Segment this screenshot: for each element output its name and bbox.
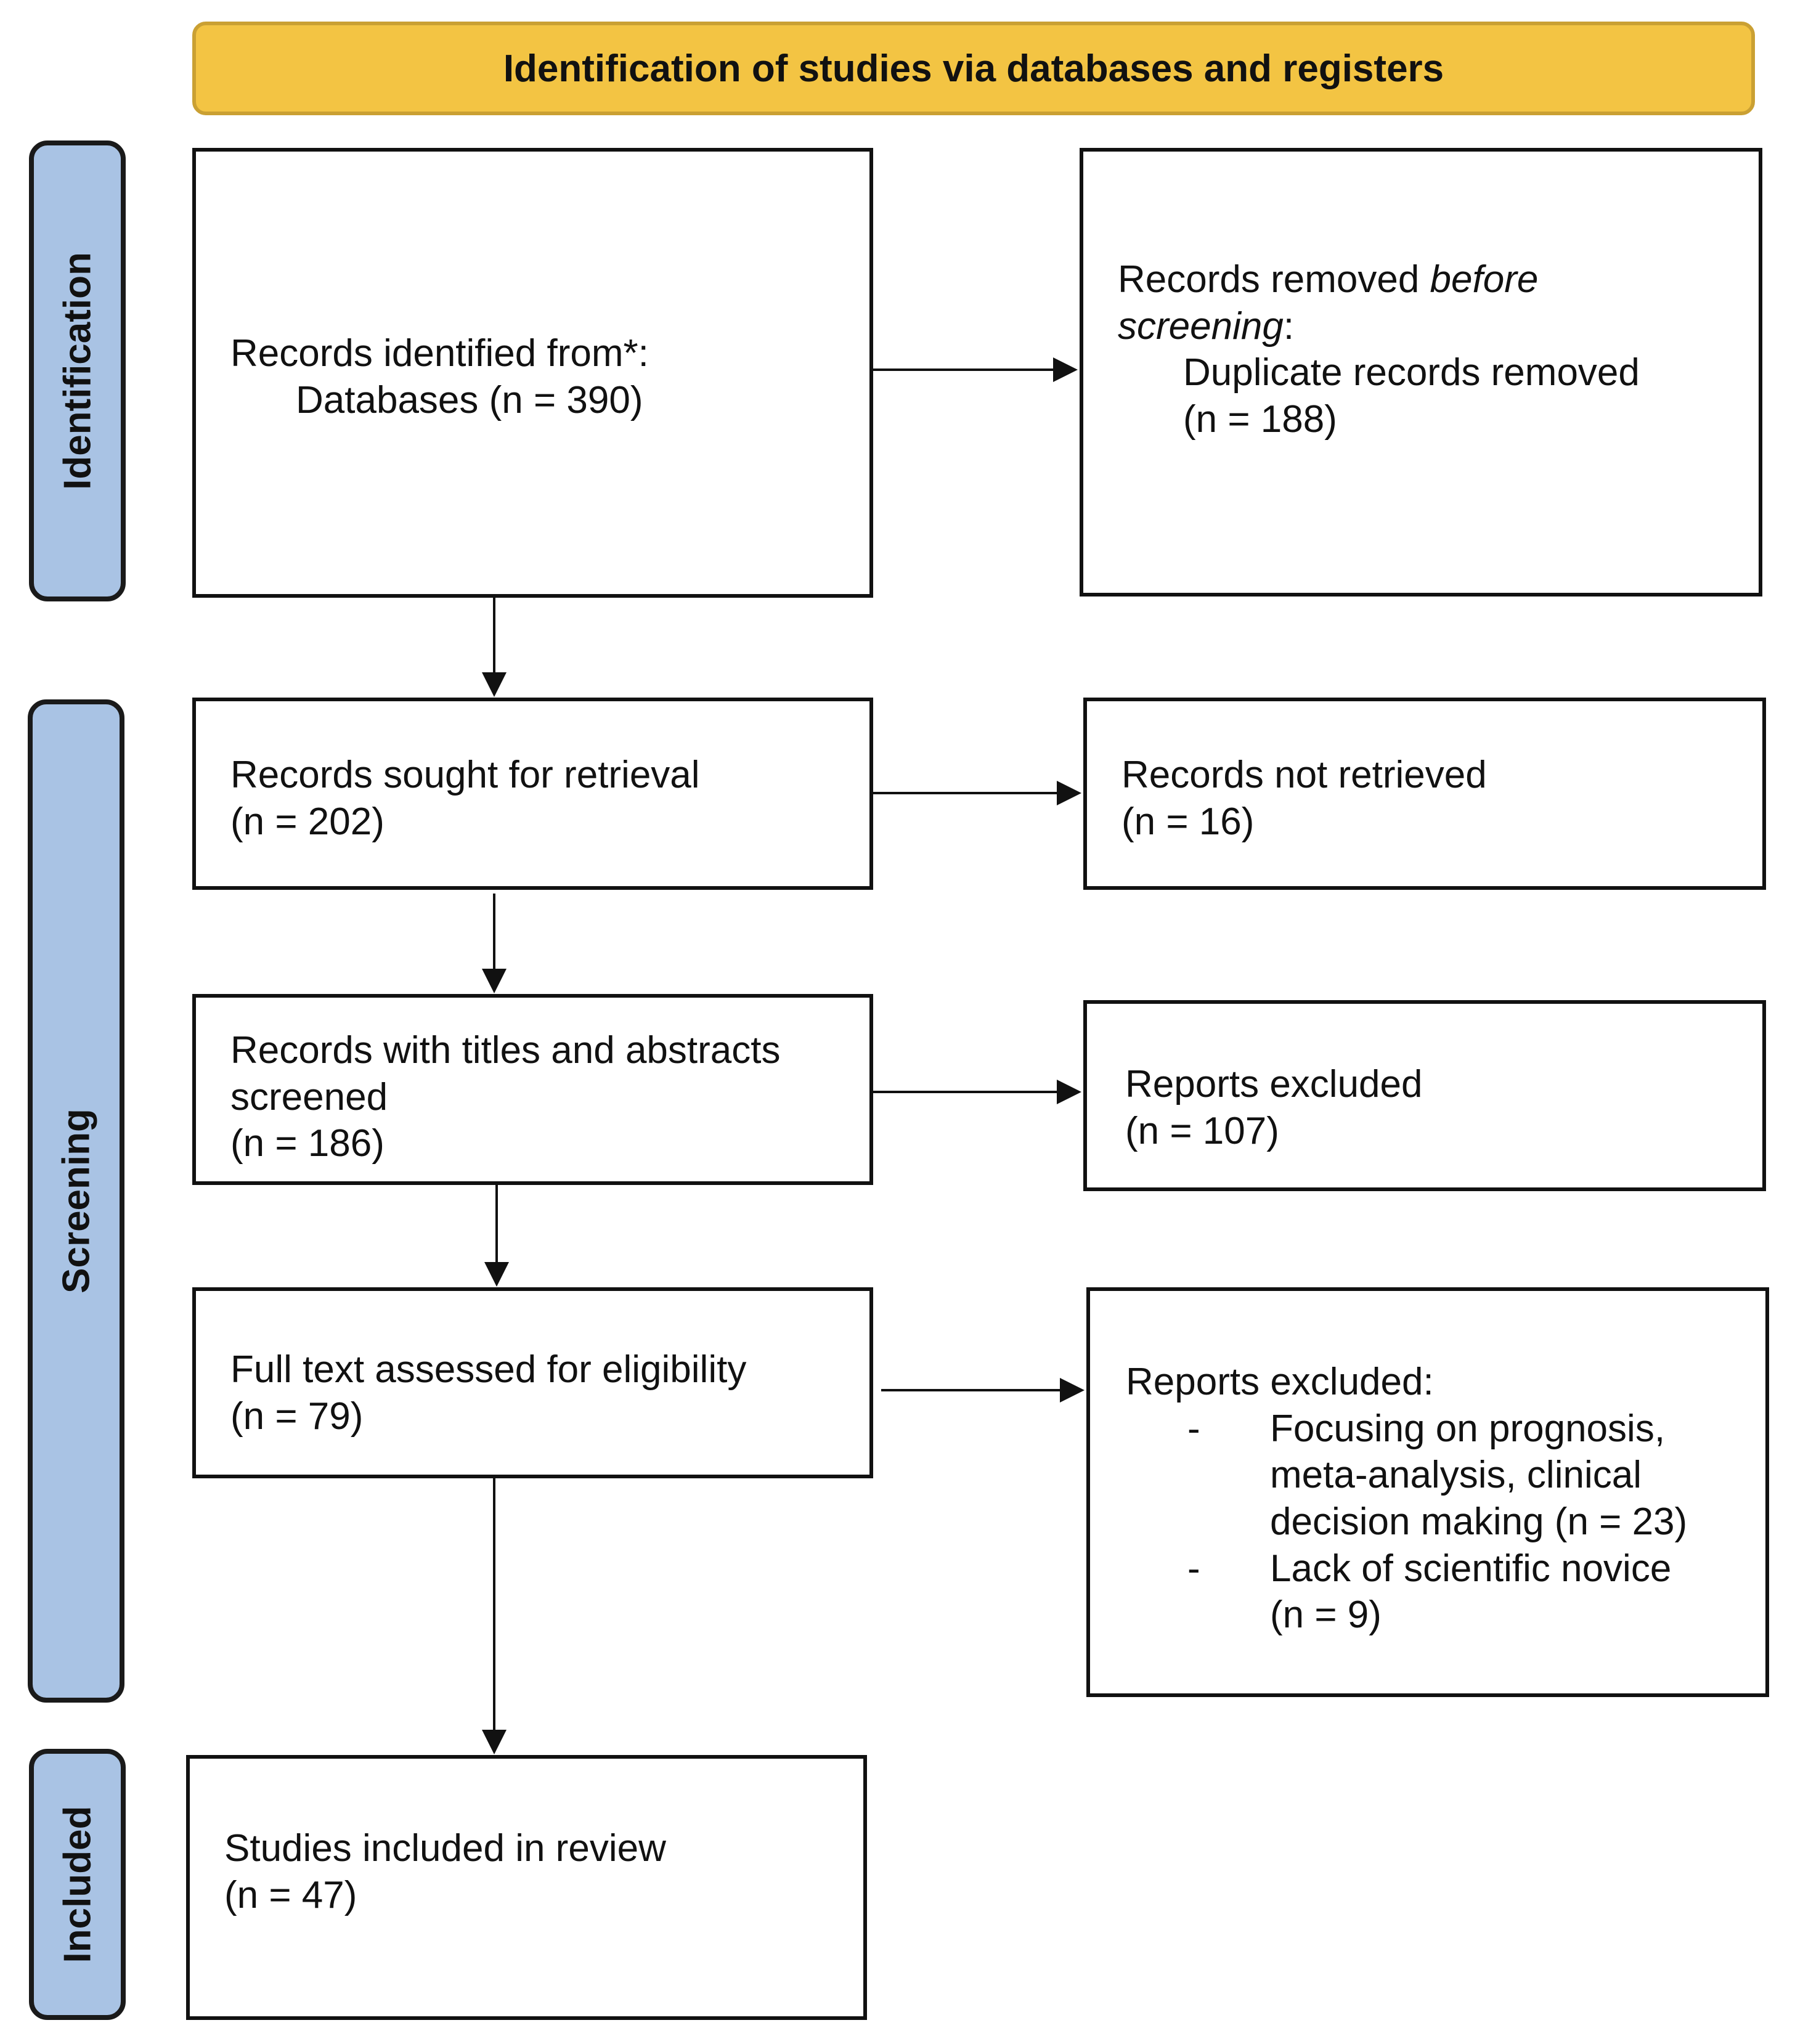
studies-included-count: (n = 47) xyxy=(224,1873,357,1916)
reports-excluded-reasons-heading: Reports excluded: xyxy=(1126,1361,1434,1403)
studies-included-box: Studies included in review (n = 47) xyxy=(186,1755,867,2020)
reports-excluded-label: Reports excluded xyxy=(1125,1063,1423,1105)
records-removed-label-cont: screening: xyxy=(1118,304,1295,348)
records-removed-box: Records removed before screening: Duplic… xyxy=(1080,148,1762,597)
exclusion-reason-line: (n = 9) xyxy=(1270,1594,1382,1637)
records-sought-count: (n = 202) xyxy=(230,800,385,843)
exclusion-reason-line: Focusing on prognosis, xyxy=(1270,1407,1666,1450)
records-identified-label: Records identified from*: xyxy=(230,332,649,375)
phase-label-included: Included xyxy=(29,1749,126,2020)
records-sought-box: Records sought for retrieval (n = 202) xyxy=(192,698,873,890)
records-removed-label: Records removed before xyxy=(1118,258,1539,301)
exclusion-reason-item: - Focusing on prognosis, meta-analysis, … xyxy=(1126,1406,1765,1545)
phase-label-identification: Identification xyxy=(29,140,126,601)
records-not-retrieved-box: Records not retrieved (n = 16) xyxy=(1083,698,1766,890)
studies-included-label: Studies included in review xyxy=(224,1827,666,1870)
reports-excluded-box: Reports excluded (n = 107) xyxy=(1083,1000,1766,1191)
phase-label-screening: Screening xyxy=(28,699,124,1703)
records-identified-box: Records identified from*: Databases (n =… xyxy=(192,148,873,598)
records-not-retrieved-label: Records not retrieved xyxy=(1121,754,1487,796)
records-screened-label-cont: screened xyxy=(230,1075,388,1118)
records-screened-box: Records with titles and abstracts screen… xyxy=(192,994,873,1185)
reports-excluded-reasons-box: Reports excluded: - Focusing on prognosi… xyxy=(1086,1287,1769,1697)
exclusion-reason-line: decision making (n = 23) xyxy=(1270,1500,1688,1543)
banner-identification-header: Identification of studies via databases … xyxy=(192,22,1755,115)
duplicate-records-count: (n = 188) xyxy=(1183,397,1337,441)
exclusion-reason-line: meta-analysis, clinical xyxy=(1270,1454,1642,1497)
records-screened-count: (n = 186) xyxy=(230,1122,385,1165)
duplicate-records-label: Duplicate records removed xyxy=(1183,351,1640,394)
records-screened-label: Records with titles and abstracts xyxy=(230,1029,781,1072)
bullet-dash: - xyxy=(1187,1547,1200,1590)
records-sought-label: Records sought for retrieval xyxy=(230,754,700,796)
full-text-assessed-count: (n = 79) xyxy=(230,1395,364,1438)
exclusion-reason-item: - Lack of scientific novice (n = 9) xyxy=(1126,1545,1765,1639)
records-not-retrieved-count: (n = 16) xyxy=(1121,800,1255,843)
full-text-assessed-box: Full text assessed for eligibility (n = … xyxy=(192,1287,873,1478)
full-text-assessed-label: Full text assessed for eligibility xyxy=(230,1348,747,1391)
reports-excluded-count: (n = 107) xyxy=(1125,1109,1279,1152)
bullet-dash: - xyxy=(1187,1407,1200,1450)
records-identified-databases: Databases (n = 390) xyxy=(296,378,643,421)
exclusion-reason-line: Lack of scientific novice xyxy=(1270,1547,1672,1590)
